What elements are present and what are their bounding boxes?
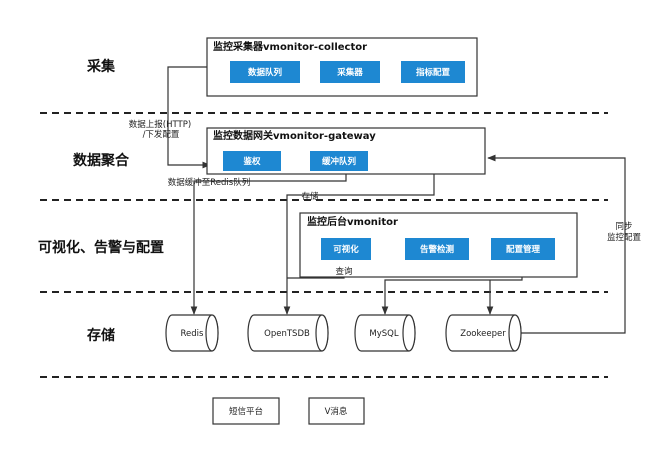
- auth-box[interactable]: [223, 151, 281, 171]
- config-manage-label: 配置管理: [506, 244, 541, 255]
- report-label-2: /下发配置: [143, 129, 180, 140]
- query-label: 查询: [335, 266, 352, 277]
- opentsdb-label: OpenTSDB: [264, 329, 310, 339]
- sms-platform-label: 短信平台: [229, 406, 263, 417]
- report-label-1: 数据上报(HTTP): [129, 119, 191, 130]
- visualize-label: 可视化: [333, 244, 359, 255]
- v-message-box[interactable]: [308, 397, 365, 425]
- buffer-redis-label: 数据缓冲至Redis队列: [168, 177, 250, 188]
- collector-box[interactable]: [320, 61, 380, 83]
- layer-label-storage: 存储: [87, 327, 115, 344]
- buffer-to-redis-arrow: [190, 171, 347, 315]
- sync-label-1: 同步: [615, 222, 632, 232]
- backend-title: 监控后台vmonitor: [307, 215, 398, 228]
- auth-label: 鉴权: [242, 156, 261, 167]
- zookeeper-label: Zookeeper: [460, 329, 506, 339]
- sync-config-arrow: [487, 154, 626, 334]
- v-message-label: V消息: [325, 406, 348, 417]
- data-queue-box[interactable]: [230, 61, 300, 83]
- mysql-label: MySQL: [369, 329, 398, 339]
- collector-title: 监控采集器vmonitor-collector: [213, 40, 367, 53]
- collector-label: 采集器: [336, 67, 363, 78]
- store-label: 存储: [301, 191, 319, 202]
- report-arrow: [167, 66, 211, 169]
- store-to-opentsdb-arrow: [283, 173, 435, 315]
- opentsdb-cylinder[interactable]: [247, 314, 329, 352]
- layer-label-visual: 可视化、告警与配置: [38, 239, 164, 256]
- alert-detect-label: 告警检测: [420, 244, 455, 255]
- layer-label-aggregate: 数据聚合: [73, 152, 130, 169]
- buffer-queue-label: 缓冲队列: [322, 156, 357, 167]
- alert-detect-box[interactable]: [405, 238, 469, 260]
- config-manage-box[interactable]: [491, 238, 555, 260]
- buffer-queue-box[interactable]: [310, 151, 368, 171]
- layer-label-collect: 采集: [86, 58, 116, 75]
- redis-cylinder[interactable]: [165, 314, 219, 352]
- visualize-box[interactable]: [321, 238, 371, 260]
- mysql-cylinder[interactable]: [354, 314, 416, 352]
- sms-platform-box[interactable]: [212, 397, 280, 425]
- redis-label: Redis: [181, 329, 205, 339]
- gateway-title: 监控数据网关vmonitor-gateway: [213, 129, 376, 142]
- metric-config-label: 指标配置: [416, 67, 451, 78]
- zookeeper-cylinder[interactable]: [445, 314, 522, 352]
- data-queue-label: 数据队列: [248, 67, 283, 78]
- metric-config-box[interactable]: [401, 61, 465, 83]
- sync-label-2: 监控配置: [607, 232, 642, 243]
